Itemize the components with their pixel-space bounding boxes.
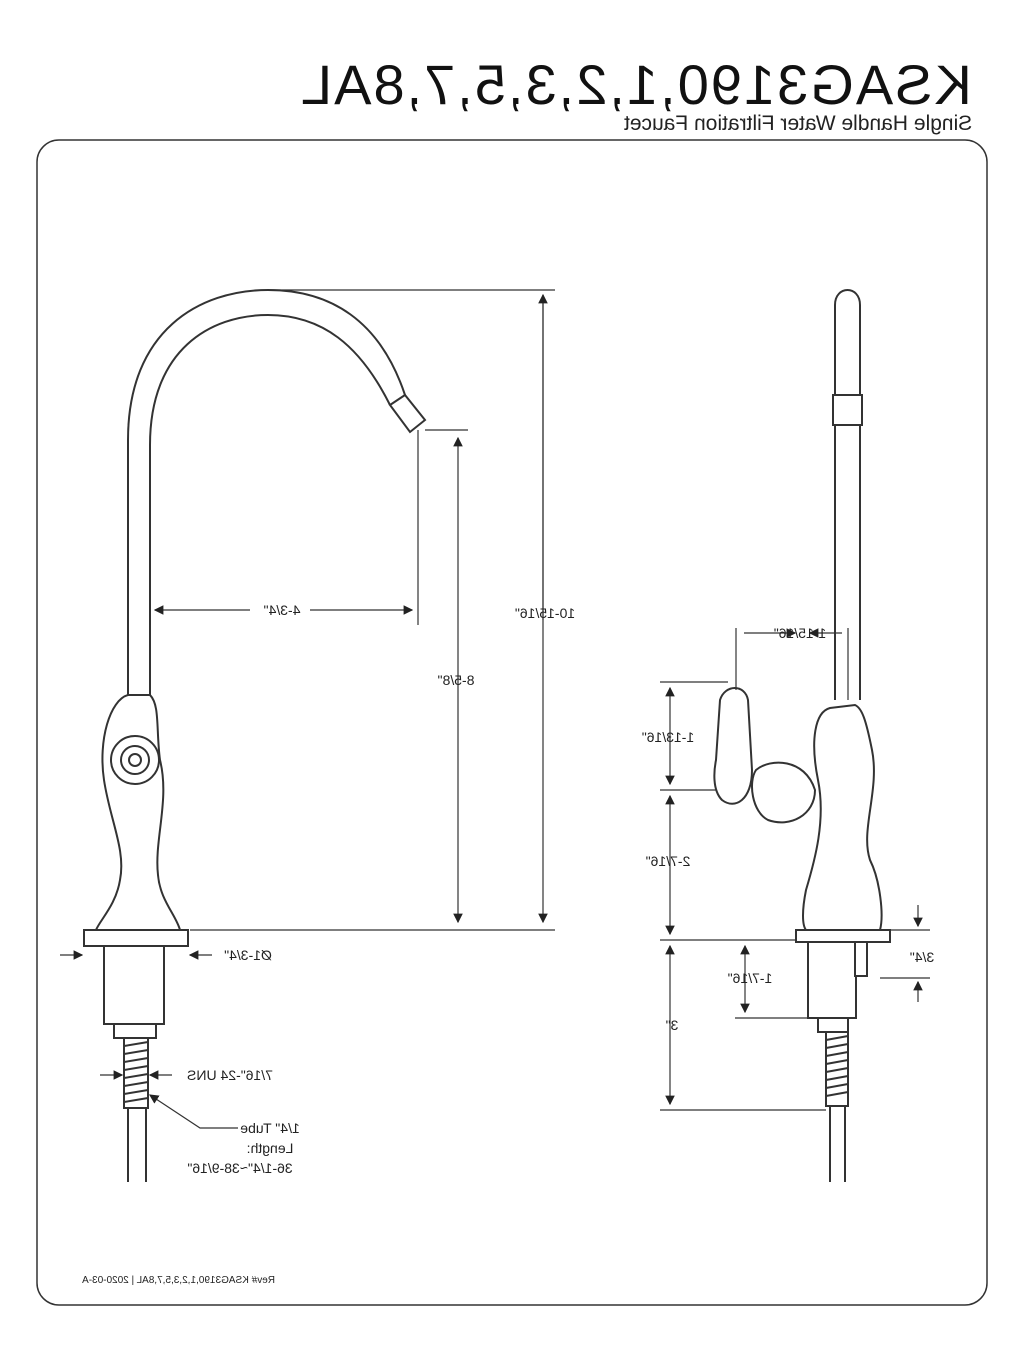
base-diameter-label: Ø1-3/4"	[224, 947, 272, 963]
spout-height-label: 8-5/8"	[438, 672, 475, 688]
thread-label: 7/16"-24 UNS	[187, 1067, 273, 1083]
tube-note-line3: 36-1/4"~38-9/16"	[187, 1160, 292, 1176]
deck-thickness-label: 3/4"	[910, 949, 934, 965]
revision-note: Rev# KSAG3190,1,2,3,5,7,8AL | 2020-03-A	[82, 1275, 275, 1286]
side-view-faucet	[713, 289, 891, 1182]
front-dim-labels: 4-3/4" 8-5/8" 10-15/16" Ø1-3/4" 7/16"-24…	[187, 602, 575, 1176]
front-view-dimensions	[60, 289, 555, 1129]
shank-length-label: 1-7/16"	[728, 970, 773, 986]
side-dim-labels: 1-15/16" 1-13/16" 2-7/16" 1-7/16" 3" 3/4…	[642, 625, 934, 1033]
drawing-frame	[36, 139, 988, 1306]
handle-height-label: 1-13/16"	[642, 729, 694, 745]
front-view-faucet	[83, 288, 427, 1182]
spout-reach-label: 4-3/4"	[264, 602, 301, 618]
body-height-label: 2-7/16"	[646, 853, 691, 869]
below-deck-label: 3"	[666, 1017, 679, 1033]
tube-note-line2: Length:	[247, 1140, 294, 1156]
tube-note-line1: 1/4" Tube	[240, 1120, 300, 1136]
side-view-dimensions	[660, 628, 930, 1111]
handle-offset-label: 1-15/16"	[774, 625, 826, 641]
overall-height-label: 10-15/16"	[515, 605, 575, 621]
